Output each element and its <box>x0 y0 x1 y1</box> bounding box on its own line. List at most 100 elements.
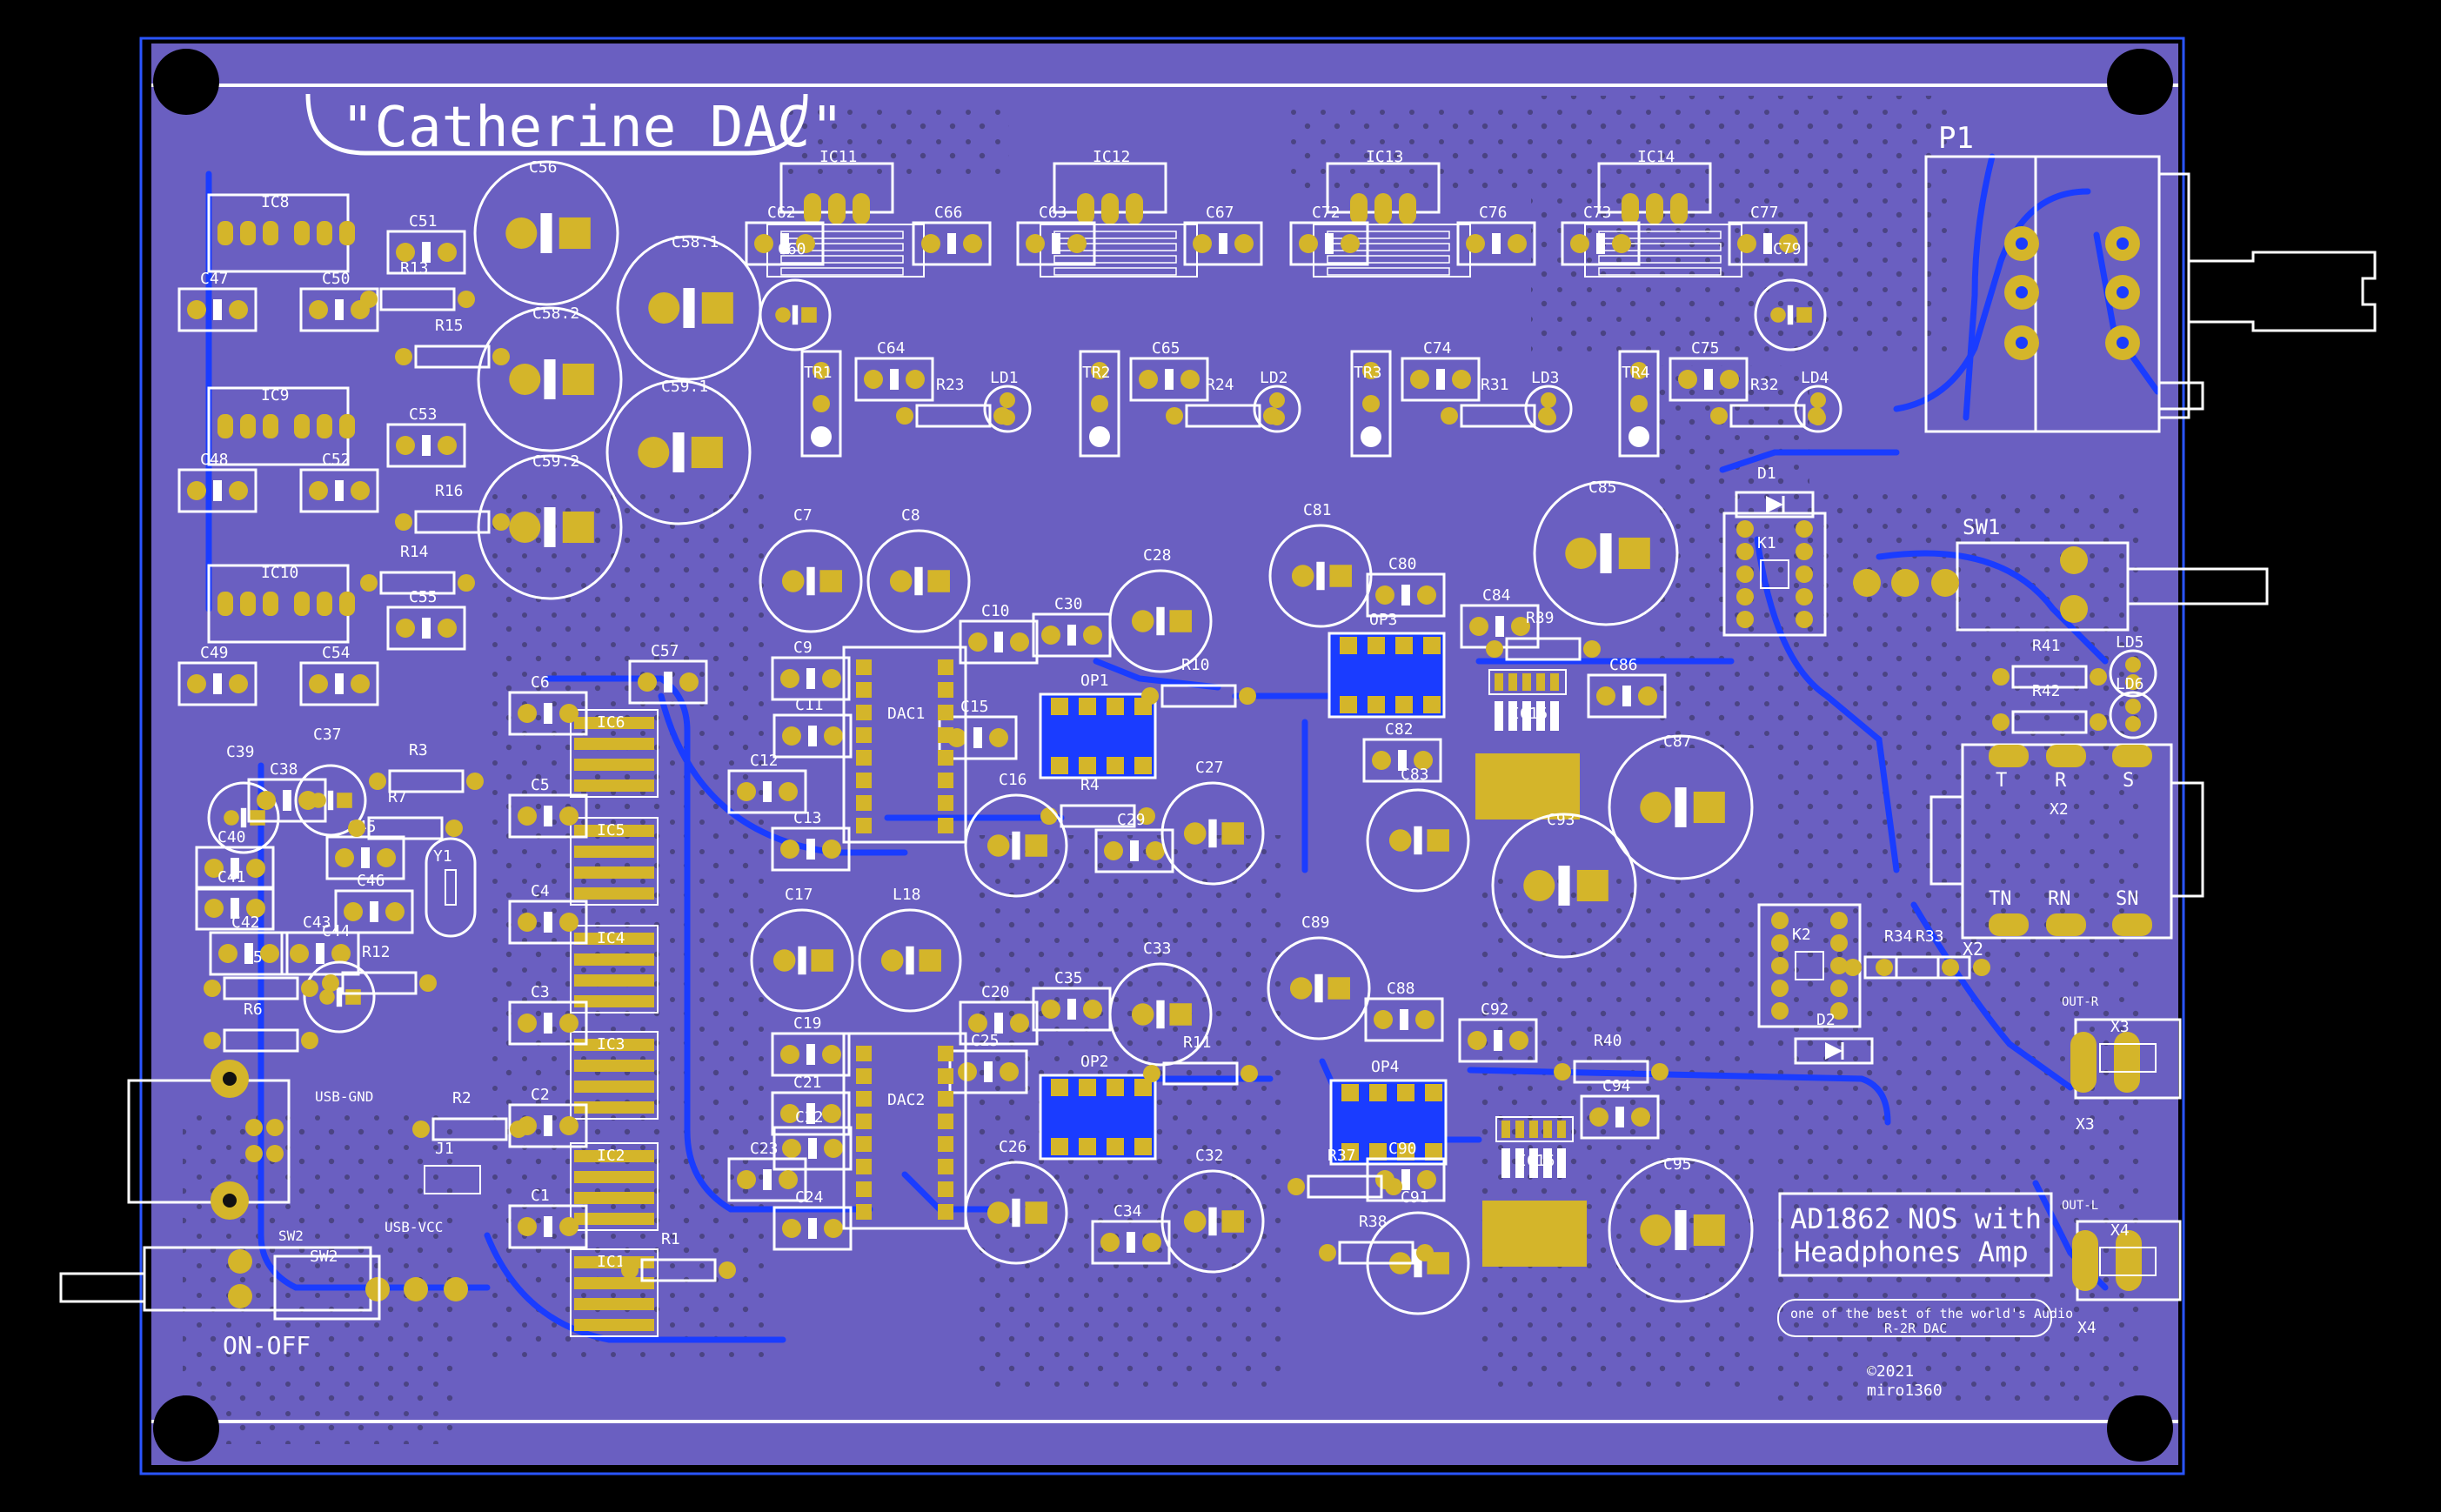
component-r16[interactable]: R16 <box>395 482 510 534</box>
component-c60[interactable]: C60 <box>759 240 832 351</box>
component-c17[interactable]: C17 <box>750 886 854 1013</box>
component-c12[interactable]: C12 <box>727 752 807 814</box>
component-c65[interactable]: C65 <box>1129 339 1209 402</box>
component-x4[interactable]: X4 <box>2099 1221 2157 1276</box>
component-c77[interactable]: C77 <box>1728 204 1808 266</box>
component-ic15[interactable]: IC15 <box>1475 669 1580 820</box>
component-op2[interactable]: OP2 <box>1039 1053 1157 1161</box>
component-r3[interactable]: R3 <box>369 741 484 793</box>
component-c20[interactable]: C20 <box>959 983 1039 1046</box>
component-c73[interactable]: C73 <box>1561 204 1641 266</box>
component-c62[interactable]: C62 <box>745 204 825 266</box>
component-c82[interactable]: C82 <box>1362 720 1442 783</box>
component-c37[interactable]: C37 <box>294 726 367 837</box>
component-c8[interactable]: C8 <box>866 506 971 633</box>
component-c41[interactable]: C41 <box>195 868 275 931</box>
component-c4[interactable]: C4 <box>508 882 588 945</box>
component-x2[interactable]: X2 <box>2050 800 2069 819</box>
component-c29[interactable]: C29 <box>1094 811 1174 873</box>
component-c23[interactable]: C23 <box>727 1140 807 1202</box>
component-c92[interactable]: C92 <box>1458 1000 1538 1063</box>
component-c58-2[interactable]: C58.2 <box>477 304 623 452</box>
component-r42[interactable]: R42 <box>1992 682 2107 734</box>
component-c81[interactable]: C81 <box>1268 501 1373 628</box>
component-c2[interactable]: C2 <box>508 1086 588 1148</box>
component-c51[interactable]: C51 <box>386 212 466 275</box>
component-r38[interactable]: R38 <box>1319 1213 1434 1265</box>
component-r13[interactable]: R13 <box>360 259 475 311</box>
component-c25[interactable]: C25 <box>948 1032 1028 1094</box>
component-c10[interactable]: C10 <box>959 602 1039 665</box>
component-c5[interactable]: C5 <box>508 776 588 839</box>
component-c24[interactable]: C24 <box>772 1188 853 1251</box>
component-c16[interactable]: C16 <box>964 771 1068 898</box>
component-ic5[interactable]: IC5 <box>570 817 659 906</box>
component-r7[interactable]: R7 <box>348 788 463 840</box>
component-c94[interactable]: C94 <box>1580 1077 1660 1140</box>
component-tr1[interactable]: TR1 <box>800 350 842 458</box>
component-ic8[interactable]: IC8 <box>207 193 355 273</box>
component-k2[interactable]: K2 <box>1757 903 1862 1028</box>
component-c13[interactable]: C13 <box>771 809 851 872</box>
component-c83[interactable]: C83 <box>1366 766 1470 893</box>
component-r34[interactable]: R34 <box>1844 927 1959 980</box>
component-r1[interactable]: R1 <box>621 1230 736 1282</box>
component-r12[interactable]: R12 <box>322 943 437 995</box>
component-j1[interactable]: J1 <box>424 1140 481 1194</box>
component-tr2[interactable]: TR2 <box>1079 350 1120 458</box>
component-c43[interactable]: C43 <box>280 913 360 976</box>
component-op4[interactable]: OP4 <box>1329 1058 1448 1166</box>
component-r2[interactable]: R2 <box>412 1089 527 1141</box>
component-d1[interactable]: D1 <box>1735 465 1815 518</box>
component-d2[interactable]: D2 <box>1794 1011 1874 1065</box>
component-c9[interactable]: C9 <box>771 639 851 701</box>
component-c76[interactable]: C76 <box>1456 204 1536 266</box>
component-c88[interactable]: C88 <box>1364 980 1444 1042</box>
component-c11[interactable]: C11 <box>772 696 853 759</box>
component-c93[interactable]: C93 <box>1491 811 1637 959</box>
component-r39[interactable]: R39 <box>1486 609 1601 661</box>
component-c22[interactable]: C22 <box>772 1108 853 1171</box>
component-r4[interactable]: R4 <box>1040 776 1155 828</box>
component-c74[interactable]: C74 <box>1401 339 1481 402</box>
component-c33[interactable]: C33 <box>1108 940 1213 1067</box>
component-r10[interactable]: R10 <box>1141 656 1256 708</box>
component-ic9[interactable]: IC9 <box>207 386 355 466</box>
component-ic4[interactable]: IC4 <box>570 925 659 1014</box>
component-c53[interactable]: C53 <box>386 405 466 468</box>
component-c84[interactable]: C84 <box>1460 586 1540 649</box>
component-y1[interactable]: Y1 <box>425 837 477 938</box>
component-c40[interactable]: C40 <box>195 828 275 891</box>
component-tr4[interactable]: TR4 <box>1618 350 1660 458</box>
component-c72[interactable]: C72 <box>1289 204 1369 266</box>
component-c27[interactable]: C27 <box>1160 759 1265 886</box>
component-c21[interactable]: C21 <box>771 1074 851 1136</box>
component-c64[interactable]: C64 <box>854 339 934 402</box>
component-c1[interactable]: C1 <box>508 1187 588 1249</box>
component-ic14[interactable]: IC14 <box>1584 148 1742 278</box>
component-c55[interactable]: C55 <box>386 588 466 651</box>
component-ic13[interactable]: IC13 <box>1313 148 1471 278</box>
component-c58-1[interactable]: C58.1 <box>616 233 762 381</box>
component-c34[interactable]: C34 <box>1091 1202 1171 1265</box>
component-tr3[interactable]: TR3 <box>1350 350 1392 458</box>
component-c85[interactable]: C85 <box>1533 478 1679 626</box>
component-c87[interactable]: C87 <box>1608 733 1754 880</box>
component-ic6[interactable]: IC6 <box>570 709 659 798</box>
component-c80[interactable]: C80 <box>1366 555 1446 618</box>
component-c57[interactable]: C57 <box>628 642 708 705</box>
component-l18[interactable]: L18 <box>858 886 962 1013</box>
component-r32[interactable]: R32 <box>1710 376 1825 428</box>
component-c95[interactable]: C95 <box>1608 1155 1754 1303</box>
component-c79[interactable]: C79 <box>1754 240 1827 351</box>
component-r5[interactable]: R5 <box>204 948 318 1000</box>
component-ic2[interactable]: IC2 <box>570 1142 659 1231</box>
component-sw2[interactable]: SW2 <box>273 1248 381 1321</box>
component-r6[interactable]: R6 <box>204 1000 318 1053</box>
component-r31[interactable]: R31 <box>1441 376 1555 428</box>
component-c63[interactable]: C63 <box>1016 204 1096 266</box>
component-r37[interactable]: R37 <box>1287 1147 1402 1199</box>
component-c75[interactable]: C75 <box>1669 339 1749 402</box>
component-c6[interactable]: C6 <box>508 673 588 736</box>
component-op3[interactable]: OP3 <box>1328 611 1446 719</box>
